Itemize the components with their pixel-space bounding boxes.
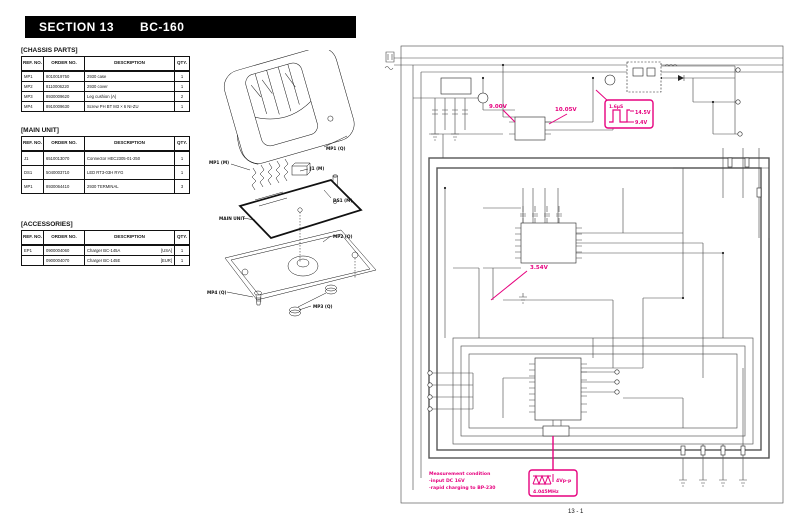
label-mp4: MP4 (Q) [207, 290, 227, 296]
table-row: MP3 8930009620 Leg cushion (A) 2 [21, 91, 190, 102]
capacitors [520, 206, 562, 223]
components [427, 61, 762, 456]
annotation-voltage-1: 9.00V [489, 104, 516, 123]
label-mp1-terminals: MP1 (M) [209, 160, 229, 166]
accessories-table: REF. NO. ORDER NO. DESCRIPTION QTY. EP1 … [21, 230, 190, 266]
label-main-unit: MAIN UNIT [219, 216, 245, 222]
leader-lines [226, 135, 348, 311]
table-header-row: REF. NO. ORDER NO. DESCRIPTION QTY. [21, 56, 190, 72]
svg-text:9.00V: 9.00V [489, 104, 508, 110]
ic2-pins [509, 121, 551, 135]
svg-text:Measurement condition: Measurement condition [429, 471, 490, 477]
terminal-springs-drawing [251, 158, 289, 191]
cradle-case-drawing [223, 50, 355, 165]
section-header: SECTION 13 BC-160 [25, 16, 356, 38]
table-row: EP1 0900004060 Charger BC-145A[USA] 1 [21, 244, 190, 256]
schematic-frame [400, 45, 784, 504]
label-mp2: MP2 (Q) [333, 234, 353, 240]
main-unit-block: [MAIN UNIT] REF. NO. ORDER NO. DESCRIPTI… [21, 127, 190, 194]
col-order: ORDER NO. [43, 56, 85, 72]
routing-loops [428, 157, 770, 459]
table-row: MP4 8910009630 Screw PH BT M3 × 6 NI-ZU … [21, 101, 190, 112]
annotation-voltage-3: 3.54V [490, 265, 549, 301]
mcu-box [529, 357, 587, 437]
exploded-view-drawing: MP1 (Q) MP1 (M) J1 (M) DS1 (M) MAIN UNIT… [207, 50, 377, 317]
circuit-schematic: 9.00V 10.05V 1.6μS 14.5V 9.4V 3.54V Meas… [384, 45, 784, 504]
table-row: DS1 5040003710 LED RT3-03H RYG 1 [21, 165, 190, 180]
svg-text:4Vp-p: 4Vp-p [556, 478, 572, 484]
accessories-block: [ACCESSORIES] REF. NO. ORDER NO. DESCRIP… [21, 221, 190, 266]
wires [413, 65, 770, 478]
ac-input-symbol [384, 51, 401, 70]
cover-drawing [224, 212, 377, 301]
table-row: MP2 8110006220 2930 cover 1 [21, 81, 190, 92]
col-qty: QTY. [174, 56, 190, 72]
main-unit-table: REF. NO. ORDER NO. DESCRIPTION QTY. J1 6… [21, 136, 190, 194]
connector-drawing [291, 162, 311, 176]
annotation-waveform-1: 1.6μS 14.5V 9.4V [595, 89, 654, 129]
svg-text:·rapid charging to BP-230: ·rapid charging to BP-230 [429, 485, 495, 491]
chassis-parts-block: [CHASSIS PARTS] REF. NO. ORDER NO. DESCR… [21, 47, 190, 112]
cushion-drawing [289, 284, 337, 317]
table-row: 0900004070 Charger BC-145E[EUR] 1 [21, 255, 190, 266]
section-label: SECTION 13 [39, 20, 115, 34]
svg-text:10.05V: 10.05V [555, 107, 577, 113]
pcb-drawing [238, 178, 363, 240]
table-header-row: REF. NO. ORDER NO. DESCRIPTION QTY. [21, 230, 190, 246]
svg-text:4.045MHz: 4.045MHz [533, 489, 559, 495]
annotation-measurement-condition: Measurement condition ·input DC 16V ·rap… [429, 471, 495, 491]
table-row: J1 6510013070 Connector HEC2305-01-250 1 [21, 150, 190, 166]
screw-drawing [254, 290, 262, 306]
table-row: MP1 8010019750 2930 case 1 [21, 70, 190, 82]
annotation-voltage-2: 10.05V [548, 107, 577, 125]
bus-wires [401, 57, 783, 490]
svg-text:14.5V: 14.5V [635, 110, 651, 116]
label-mp1-case: MP1 (Q) [326, 146, 346, 152]
ic3-box [515, 222, 582, 264]
svg-text:3.54V: 3.54V [530, 265, 549, 271]
svg-text:1.6μS: 1.6μS [609, 104, 623, 110]
table-row: MP1 8930064410 2930 TERMINAL 3 [21, 179, 190, 194]
label-j1: J1 (M) [309, 166, 324, 172]
ground-symbols [431, 130, 747, 487]
label-mp3: MP3 (Q) [313, 304, 333, 310]
svg-text:9.4V: 9.4V [635, 120, 647, 126]
accessories-title: [ACCESSORIES] [21, 221, 73, 228]
main-unit-title: [MAIN UNIT] [21, 127, 59, 134]
ic2-box [514, 116, 546, 141]
svg-text:·input DC 16V: ·input DC 16V [429, 478, 465, 484]
col-ref: REF. NO. [21, 56, 44, 72]
page-number: 13 - 1 [568, 509, 584, 515]
col-desc: DESCRIPTION [84, 56, 175, 72]
chassis-parts-table: REF. NO. ORDER NO. DESCRIPTION QTY. MP1 … [21, 56, 190, 112]
table-header-row: REF. NO. ORDER NO. DESCRIPTION QTY. [21, 136, 190, 152]
crystal-box [542, 425, 570, 437]
label-ds1: DS1 (M) [333, 198, 352, 204]
model-label: BC-160 [140, 20, 185, 34]
chassis-parts-title: [CHASSIS PARTS] [21, 47, 78, 54]
annotation-waveform-2: 4Vp-p 4.045MHz [528, 436, 578, 497]
